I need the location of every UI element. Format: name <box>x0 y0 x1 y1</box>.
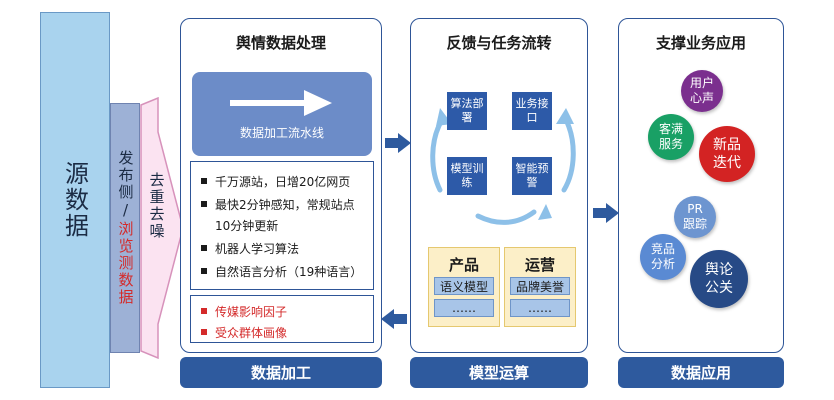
source-data-label: 源数据 <box>60 161 89 239</box>
bullet-icon <box>201 245 207 251</box>
feedback-footer: 模型运算 <box>410 357 588 388</box>
competitor-analysis-bubble: 竞品分析 <box>640 234 686 280</box>
model-training-box: 模型训练 <box>447 157 487 195</box>
smart-alert-box: 智能预警 <box>512 157 552 195</box>
list-item: 自然语言分析（19种语言） <box>201 263 362 280</box>
operation-more: …… <box>510 299 570 317</box>
cycle-arrows <box>430 108 576 225</box>
publisher-data-label: 发布侧/浏览测数据 <box>116 150 135 306</box>
bullet-icon <box>201 308 207 314</box>
bullet-icon <box>201 201 207 207</box>
customer-service-bubble: 客满服务 <box>648 114 694 160</box>
algorithm-deploy-box: 算法部署 <box>447 92 487 130</box>
list-item-text: 机器人学习算法 <box>215 242 300 256</box>
processing-title: 舆情数据处理 <box>235 34 326 52</box>
list-item: 最快2分钟感知，常规站点 <box>201 196 355 213</box>
list-item-text: 最快2分钟感知，常规站点 <box>215 198 355 212</box>
dedup-arrow-shape <box>140 97 184 359</box>
list-item-text: 传媒影响因子 <box>215 305 288 319</box>
bubble-label: 用户心声 <box>689 76 714 105</box>
source-data-block: 源数据 <box>40 12 110 388</box>
business-api-box: 业务接口 <box>512 92 552 130</box>
bubble-label: PR跟踪 <box>682 202 707 231</box>
processing-footer: 数据加工 <box>180 357 382 388</box>
list-item-text: 受众群体画像 <box>215 326 288 340</box>
forward-arrow-icon <box>593 203 619 223</box>
publisher-prefix: 发布侧/ <box>116 150 135 221</box>
pipeline-box <box>192 72 372 156</box>
bubble-label: 舆论公关 <box>705 262 733 296</box>
list-item-text: 自然语言分析（19种语言） <box>215 265 363 279</box>
feedback-title: 反馈与任务流转 <box>446 34 552 52</box>
application-panel <box>618 18 784 353</box>
application-title: 支撑业务应用 <box>655 34 746 52</box>
back-arrow-icon <box>381 309 407 329</box>
user-voice-bubble: 用户心声 <box>681 70 723 112</box>
capability-list: 千万源站，日增20亿网页 最快2分钟感知，常规站点 10分钟更新 机器人学习算法… <box>190 161 374 290</box>
publisher-suffix: 浏览测数据 <box>116 221 135 306</box>
forward-arrow-icon <box>385 133 411 153</box>
bullet-icon <box>201 178 207 184</box>
publisher-data-block: 发布侧/浏览测数据 <box>110 103 140 353</box>
factor-list: 传媒影响因子 受众群体画像 <box>190 295 374 343</box>
list-item-text: 10分钟更新 <box>215 219 279 233</box>
dedup-label: 去重去噪 <box>147 172 166 240</box>
operation-item: 品牌美誉 <box>510 277 570 295</box>
bullet-icon <box>201 268 207 274</box>
list-item: 受众群体画像 <box>201 324 287 341</box>
right-arrow-icon <box>230 90 332 116</box>
dedup-block: 去重去噪 <box>146 172 168 272</box>
public-relations-bubble: 舆论公关 <box>690 250 748 308</box>
product-item: 语义模型 <box>434 277 494 295</box>
application-footer: 数据应用 <box>618 357 784 388</box>
pr-tracking-bubble: PR跟踪 <box>674 196 716 238</box>
list-item: 传媒影响因子 <box>201 303 287 320</box>
pipeline-label: 数据加工流水线 <box>239 126 324 140</box>
bubble-label: 新品迭代 <box>713 137 741 171</box>
operation-title: 运营 <box>524 256 555 274</box>
list-item-continuation: 10分钟更新 <box>215 217 278 234</box>
bubble-label: 竞品分析 <box>650 242 675 271</box>
bullet-icon <box>201 329 207 335</box>
new-product-bubble: 新品迭代 <box>699 126 755 182</box>
list-item-text: 千万源站，日增20亿网页 <box>215 175 351 189</box>
product-more: …… <box>434 299 494 317</box>
list-item: 千万源站，日增20亿网页 <box>201 173 350 190</box>
list-item: 机器人学习算法 <box>201 240 299 257</box>
bubble-label: 客满服务 <box>658 122 683 151</box>
product-title: 产品 <box>448 256 479 274</box>
